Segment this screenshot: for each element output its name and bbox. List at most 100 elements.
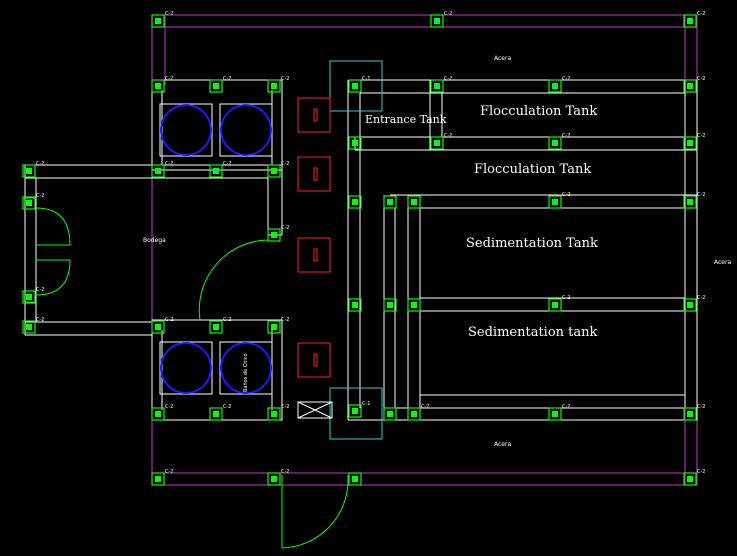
crossed-box	[297, 401, 333, 419]
column-marker	[683, 136, 697, 150]
column-core	[434, 140, 440, 146]
column-tag: C-2	[281, 469, 289, 475]
column-marker	[683, 298, 697, 312]
column-tag: C-2	[562, 192, 570, 198]
column-tag: C-2	[165, 317, 173, 323]
column-core	[434, 18, 440, 24]
column-marker	[22, 320, 36, 334]
column-marker	[683, 195, 697, 209]
column-core	[155, 18, 161, 24]
column-tag: C-2	[281, 317, 289, 323]
column-marker	[348, 79, 362, 93]
column-core	[387, 302, 393, 308]
column-core	[155, 411, 161, 417]
column-tag: C-2	[223, 404, 231, 410]
door-swings	[24, 197, 349, 549]
column-marker	[548, 136, 562, 150]
label-entrance-tank: Entrance Tank	[365, 113, 447, 126]
column-core	[271, 83, 277, 89]
fixtures	[159, 103, 273, 395]
label-acera-top: Acera	[494, 55, 511, 62]
column-core	[213, 168, 219, 174]
column-core	[155, 83, 161, 89]
column-core	[352, 140, 358, 146]
column-core	[687, 476, 693, 482]
column-tag: C-2	[36, 193, 44, 199]
column-core	[271, 411, 277, 417]
label-banos: Baños de Chico	[243, 353, 249, 392]
column-tag: C-2	[697, 469, 705, 475]
column-tag: C-2	[281, 76, 289, 82]
column-core	[155, 476, 161, 482]
column-tag: C-2	[697, 133, 705, 139]
column-tag: C-2	[223, 317, 231, 323]
column-marker	[383, 298, 397, 312]
column-core	[411, 302, 417, 308]
column-marker	[683, 79, 697, 93]
column-tag: C-2	[562, 76, 570, 82]
column-marker	[22, 290, 36, 304]
label-acera-right: Acera	[714, 259, 731, 266]
column-marker	[267, 407, 281, 421]
columns	[22, 14, 697, 486]
column-core	[352, 476, 358, 482]
column-core	[552, 411, 558, 417]
column-marker	[151, 472, 165, 486]
column-marker	[151, 14, 165, 28]
column-core	[552, 199, 558, 205]
column-core	[213, 324, 219, 330]
column-core	[552, 140, 558, 146]
column-tag: C-2	[697, 295, 705, 301]
column-tag: C-2	[281, 225, 289, 231]
column-tag: C-2	[444, 133, 452, 139]
column-marker	[151, 407, 165, 421]
column-marker	[348, 195, 362, 209]
column-marker	[548, 195, 562, 209]
column-marker	[548, 407, 562, 421]
column-tag: C-2	[165, 161, 173, 167]
label-sedimentation-tank-2: Sedimentation tank	[468, 325, 598, 340]
column-tag: C-2	[281, 161, 289, 167]
column-core	[552, 83, 558, 89]
column-core	[411, 199, 417, 205]
column-marker	[209, 320, 223, 334]
column-marker	[407, 298, 421, 312]
column-tag: C-2	[697, 192, 705, 198]
column-tag: C-1	[362, 401, 370, 407]
column-core	[155, 324, 161, 330]
column-marker	[209, 164, 223, 178]
label-flocculation-tank-2: Flocculation Tank	[474, 162, 591, 177]
column-marker	[151, 164, 165, 178]
column-tag: C-2	[36, 287, 44, 293]
column-core	[387, 199, 393, 205]
column-core	[687, 18, 693, 24]
column-tag: C-2	[36, 317, 44, 323]
column-core	[552, 302, 558, 308]
column-tag: C-2	[165, 469, 173, 475]
column-marker	[383, 195, 397, 209]
column-marker	[151, 79, 165, 93]
column-tag: C-1	[362, 76, 370, 82]
column-tag: C-2	[562, 295, 570, 301]
column-core	[155, 168, 161, 174]
column-core	[352, 199, 358, 205]
column-marker	[548, 298, 562, 312]
column-tag: C-2	[36, 161, 44, 167]
column-core	[352, 302, 358, 308]
column-core	[687, 83, 693, 89]
column-core	[352, 83, 358, 89]
column-tag: C-2	[281, 404, 289, 410]
column-core	[434, 83, 440, 89]
inlet-box-bottom	[329, 387, 383, 440]
column-marker	[383, 407, 397, 421]
column-core	[411, 411, 417, 417]
column-core	[271, 476, 277, 482]
column-core	[271, 232, 277, 238]
column-marker	[22, 164, 36, 178]
column-core	[687, 411, 693, 417]
column-marker	[683, 407, 697, 421]
label-flocculation-tank-1: Flocculation Tank	[480, 104, 597, 119]
column-marker	[267, 472, 281, 486]
column-marker	[348, 404, 362, 418]
